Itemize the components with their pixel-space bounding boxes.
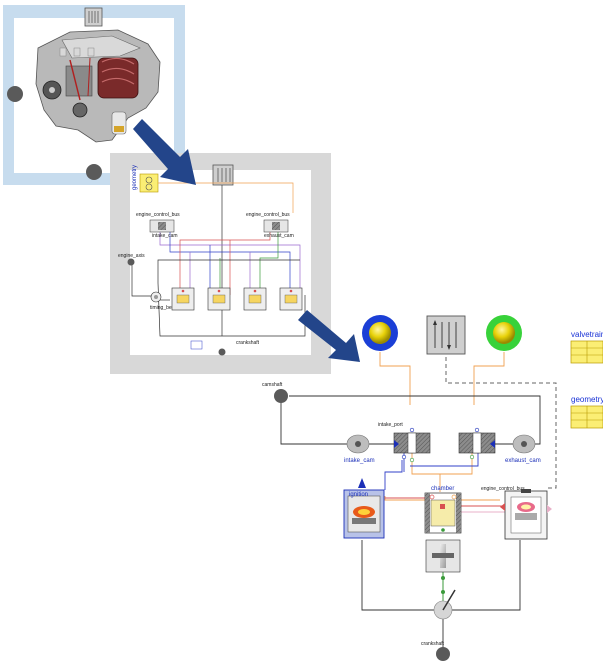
detail-geometry-label: geometry: [571, 395, 603, 404]
sensor-block[interactable]: [191, 341, 202, 349]
cam-icon[interactable]: intake_cam: [344, 435, 375, 464]
engine-control-block[interactable]: engine_control_bus: [481, 486, 552, 539]
timing-belt-label: timing_belt: [150, 305, 175, 311]
camshaft-label: camshaft: [262, 382, 283, 388]
intake-port-label: intake_port: [378, 422, 403, 428]
valve-icon[interactable]: [459, 428, 495, 459]
intake-cam-label-detail: intake_cam: [344, 458, 375, 464]
cylinder-3[interactable]: [244, 288, 266, 310]
ignition-label: ignition: [349, 492, 368, 498]
bus-connector-icon[interactable]: [213, 165, 233, 185]
cylinder-icon[interactable]: chamber: [425, 486, 461, 533]
crankshaft-connector[interactable]: [436, 647, 450, 661]
cylinder-2[interactable]: [208, 288, 230, 310]
exhaust-boundary-icon[interactable]: [486, 315, 522, 351]
engine-control-bus-label-left: engine_control_bus: [136, 212, 180, 218]
cylinder-1[interactable]: [172, 288, 194, 310]
valvetrain-record[interactable]: valvetrain: [571, 330, 603, 363]
ignition-block[interactable]: ignition: [344, 478, 384, 538]
bus-connector-icon[interactable]: [85, 8, 102, 26]
connector-bottom[interactable]: [86, 164, 102, 180]
engine-axis-label: engine_axis: [118, 253, 145, 259]
valvetrain-label: valvetrain: [571, 330, 603, 339]
exhaust-cam-label: exhaust_cam: [264, 233, 294, 239]
crankshaft-icon[interactable]: [434, 590, 455, 619]
crankshaft-label-middle: crankshaft: [236, 340, 260, 346]
engine-model-panel: geometry: [110, 153, 331, 374]
connector-left[interactable]: [7, 86, 23, 102]
crankshaft-label-detail: crankshaft: [421, 641, 445, 647]
crankshaft-connector[interactable]: [219, 349, 226, 356]
valve-icon[interactable]: intake_port: [378, 422, 430, 462]
bus-connector-icon[interactable]: [427, 316, 465, 354]
chamber-label: chamber: [431, 486, 454, 492]
geometry-record[interactable]: geometry: [571, 395, 603, 428]
engine-axis-connector[interactable]: [128, 259, 135, 266]
camshaft-connector[interactable]: [274, 389, 288, 403]
cylinder-4[interactable]: [280, 288, 302, 310]
engine-control-bus-label-right: engine_control_bus: [246, 212, 290, 218]
geometry-label: geometry: [132, 165, 138, 190]
intake-boundary-icon[interactable]: [362, 315, 398, 351]
cam-icon[interactable]: exhaust_cam: [505, 435, 541, 464]
intake-cam-label: intake_cam: [152, 233, 178, 239]
exhaust-cam-label-detail: exhaust_cam: [505, 458, 541, 464]
